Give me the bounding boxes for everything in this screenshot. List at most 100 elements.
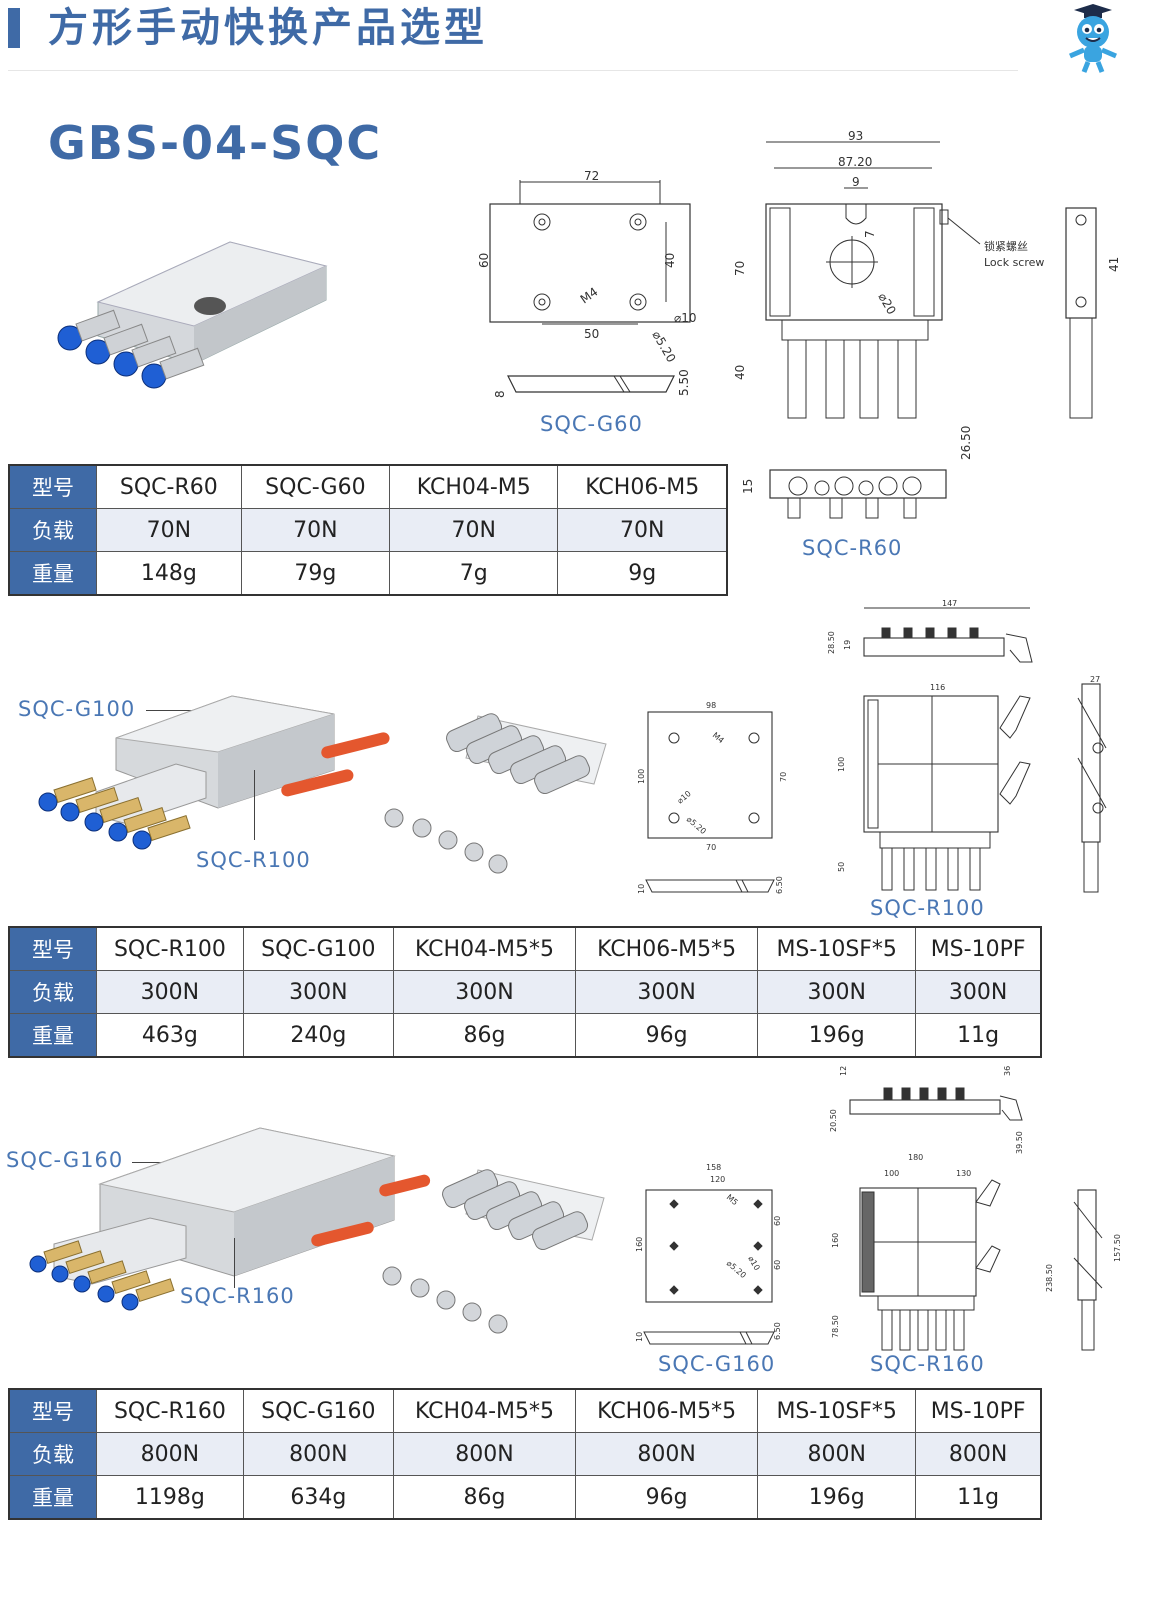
g160-dim-w2: 120 [710,1175,725,1184]
r100-dim-w: 147 [942,599,957,608]
cell-weight: 86g [392,1475,577,1520]
cell-weight: 148g [96,551,242,596]
r60-note-en: Lock screw [984,256,1044,269]
row-label-model: 型号 [8,926,97,971]
cell-load: 800N [242,1432,394,1476]
cell-weight: 7g [389,551,559,596]
g100-thread: M4 [711,731,726,746]
sqc-r60-photo [50,236,340,400]
sqc-g100-drawing: 98 100 70 70 M4 ⌀10 ⌀5.20 10 6.50 [636,700,788,900]
caption-sqc-r160-drawing: SQC-R160 [870,1352,985,1376]
cell-model: MS-10PF [915,1388,1042,1433]
cell-load: 800N [96,1432,244,1476]
cell-model: KCH06-M5 [557,464,728,509]
g60-dim-width: 72 [584,169,599,183]
series-title: GBS-04-SQC [48,116,383,170]
title-accent-bar [8,8,20,48]
sqc-g60-drawing: 72 50 40 60 M4 ⌀10 ⌀5.20 8 5.50 [477,164,704,404]
table-row: 负载 800N 800N 800N 800N 800N 800N [8,1432,1042,1476]
r160-dim-h3: 78.50 [831,1315,840,1338]
g160-dim-t: 10 [635,1332,644,1342]
leader-line [254,770,255,840]
g160-counterbore: ⌀10 [746,1255,761,1272]
r60-dim-width: 93 [848,129,863,143]
g160-dim-p2: 60 [773,1260,782,1270]
sqc-g160-drawing: 158 120 160 60 60 M5 ⌀5.20 ⌀10 10 6.50 [630,1160,790,1350]
r160-dim-w1: 100 [884,1169,899,1178]
r60-dim-bottom-h: 15 [741,479,755,494]
r60-note-cn: 锁紧螺丝 [984,239,1028,253]
caption-sqc-g60: SQC-G60 [540,412,643,436]
r60-dim-height2: 40 [733,365,747,380]
cell-load: 300N [392,970,577,1014]
cell-weight: 1198g [96,1475,244,1520]
cell-model: SQC-R100 [96,926,244,971]
cell-weight: 96g [575,1475,759,1520]
sqc-g160-r160-photo [29,1126,431,1320]
page-title: 方形手动快换产品选型 [48,5,488,51]
table-row: 重量 1198g 634g 86g 96g 196g 11g [8,1475,1042,1520]
r60-dim-side: 41 [1107,257,1121,272]
table-row: 型号 SQC-R60 SQC-G60 KCH04-M5 KCH06-M5 [8,464,728,509]
g60-dim-step: 5.50 [677,369,691,396]
table-row: 型号 SQC-R100 SQC-G100 KCH04-M5*5 KCH06-M5… [8,926,1042,971]
row-label-weight: 重量 [8,1013,97,1058]
r160-dim-t2: 36 [1003,1066,1012,1076]
r160-dim-w2: 130 [956,1169,971,1178]
g100-dim-pitch-h: 70 [779,772,788,782]
cell-load: 800N [392,1432,577,1476]
g60-dim-height: 60 [477,253,491,268]
cell-model: KCH04-M5 [389,464,559,509]
r160-side1: 238.50 [1045,1264,1054,1292]
r160-dim-h1: 20.50 [829,1109,838,1132]
row-label-load: 负载 [8,508,97,552]
g160-dim-step: 6.50 [773,1322,782,1340]
caption-sqc-r60: SQC-R60 [802,536,903,560]
sqc-r60-bottom-drawing: 15 26.50 [741,426,982,530]
row-label-load: 负载 [8,970,97,1014]
r60-dim-slot: 9 [852,175,860,189]
sqc-r160-drawing: 12 36 20.50 39.50 180 100 130 160 78.50 … [820,1062,1140,1362]
r160-dim-w: 180 [908,1153,923,1162]
g60-thread: M4 [578,285,601,307]
caption-sqc-r100: SQC-R100 [196,848,311,872]
table-row: 型号 SQC-R160 SQC-G160 KCH04-M5*5 KCH06-M5… [8,1388,1042,1433]
row-label-weight: 重量 [8,1475,97,1520]
r100-dim-h2: 19 [843,640,852,650]
cell-load: 300N [915,970,1042,1014]
g160-dim-w: 158 [706,1163,721,1172]
g100-counterbore: ⌀10 [676,789,693,806]
leader-line [234,1238,235,1288]
r100-dim-h: 100 [837,757,846,772]
sqc-r60-drawing: 93 87.20 9 7 ⌀20 70 40 锁紧螺丝 Lock screw 4… [733,126,1124,426]
g100-dim-width: 98 [706,701,716,710]
g60-counterbore: ⌀10 [674,311,697,325]
r100-dim-h1: 28.50 [827,631,836,654]
cell-weight: 196g [757,1013,917,1058]
g100-hole: ⌀5.20 [685,815,708,836]
mascot-graduate-icon [1060,4,1126,74]
cell-load: 300N [757,970,917,1014]
cell-weight: 11g [915,1475,1042,1520]
g160-dim-p1: 60 [773,1216,782,1226]
leader-line [146,710,222,711]
table-row: 重量 463g 240g 86g 96g 196g 11g [8,1013,1042,1058]
cell-model: KCH06-M5*5 [575,926,759,971]
g60-dim-pitch-h: 40 [663,253,677,268]
cell-model: SQC-G160 [242,1388,394,1433]
cell-load: 300N [242,970,394,1014]
caption-sqc-r100-drawing: SQC-R100 [870,896,985,920]
cell-model: SQC-G60 [240,464,391,509]
cell-weight: 463g [96,1013,244,1058]
g100-dim-t: 10 [637,884,646,894]
r60-bore: ⌀20 [875,291,898,317]
spec-table-100: 型号 SQC-R100 SQC-G100 KCH04-M5*5 KCH06-M5… [8,926,1042,1058]
r100-dim-side: 27 [1090,675,1100,684]
table-row: 负载 300N 300N 300N 300N 300N 300N [8,970,1042,1014]
caption-sqc-g160: SQC-G160 [6,1148,124,1172]
sqc-g100-r100-photo [36,690,406,854]
r60-dim-width2: 87.20 [838,155,872,169]
spec-table-60: 型号 SQC-R60 SQC-G60 KCH04-M5 KCH06-M5 负载 … [8,464,728,596]
r160-dim-t1: 12 [839,1066,848,1076]
g60-dim-pitch-w: 50 [584,327,599,341]
